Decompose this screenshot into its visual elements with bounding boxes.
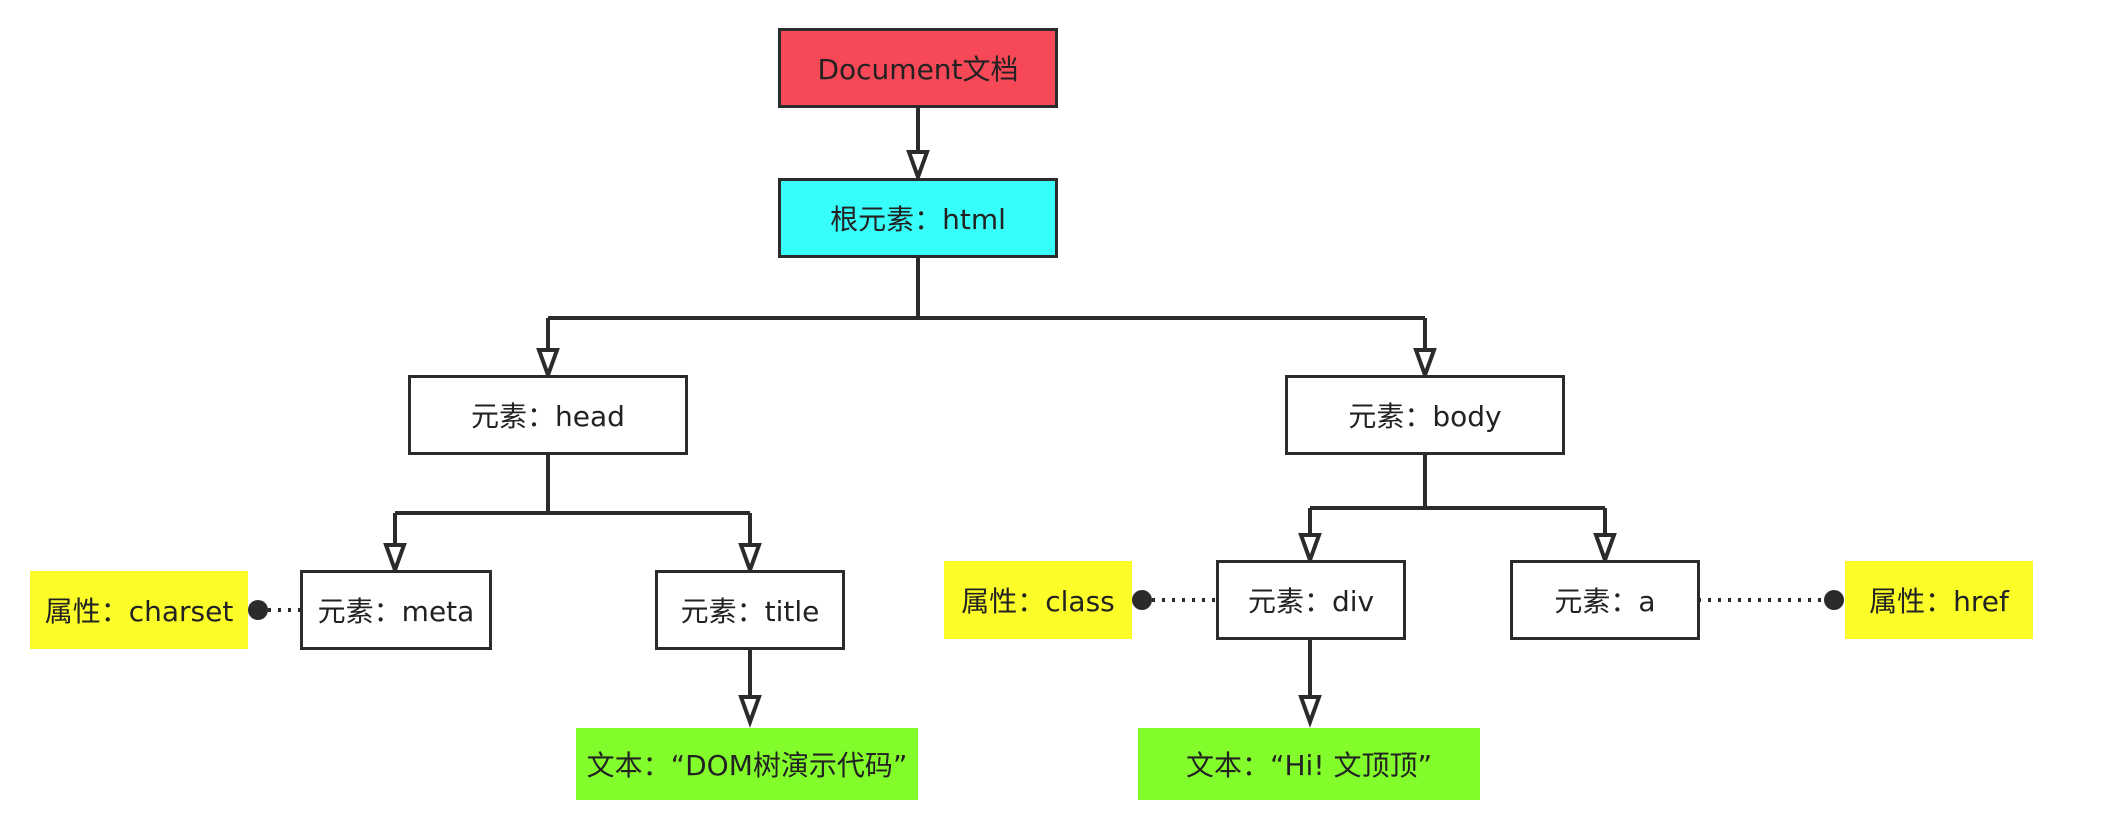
node-a-label: 元素：a — [1554, 585, 1656, 618]
arrowhead-title — [738, 543, 762, 576]
attr-dot-href — [1824, 590, 1844, 610]
arrowhead-a — [1593, 533, 1617, 566]
node-root-label: 根元素：html — [830, 203, 1006, 236]
attr-class-label: 属性：class — [961, 585, 1115, 618]
attr-dot-charset — [248, 600, 268, 620]
attr-dot-class — [1132, 590, 1152, 610]
text-node-title: 文本：“DOM树演示代码” — [576, 728, 918, 800]
node-meta-label: 元素：meta — [317, 595, 475, 628]
node-document-label: Document文档 — [817, 53, 1019, 86]
text-node-title-label: 文本：“DOM树演示代码” — [586, 749, 908, 782]
attr-href: 属性：href — [1845, 561, 2033, 639]
attr-charset: 属性：charset — [30, 571, 248, 649]
text-node-div: 文本：“Hi! 文顶顶” — [1138, 728, 1480, 800]
node-body-label: 元素：body — [1348, 400, 1502, 433]
node-title: 元素：title — [655, 570, 845, 650]
arrowhead-meta — [383, 543, 407, 576]
text-node-div-label: 文本：“Hi! 文顶顶” — [1186, 749, 1432, 782]
node-div: 元素：div — [1216, 560, 1406, 640]
attr-href-label: 属性：href — [1869, 585, 2009, 618]
node-head: 元素：head — [408, 375, 688, 455]
arrowhead-body — [1413, 348, 1437, 381]
node-div-label: 元素：div — [1247, 585, 1375, 618]
node-body: 元素：body — [1285, 375, 1565, 455]
node-meta: 元素：meta — [300, 570, 492, 650]
arrowhead-title-text — [738, 695, 762, 728]
node-a: 元素：a — [1510, 560, 1700, 640]
arrowhead-head — [536, 348, 560, 381]
arrowhead-div — [1298, 533, 1322, 566]
node-root-html: 根元素：html — [778, 178, 1058, 258]
node-title-label: 元素：title — [680, 595, 820, 628]
attr-class: 属性：class — [944, 561, 1132, 639]
attr-charset-label: 属性：charset — [44, 595, 234, 628]
arrowhead-div-text — [1298, 695, 1322, 728]
node-head-label: 元素：head — [471, 400, 625, 433]
node-document: Document文档 — [778, 28, 1058, 108]
arrowhead-root — [906, 150, 930, 183]
